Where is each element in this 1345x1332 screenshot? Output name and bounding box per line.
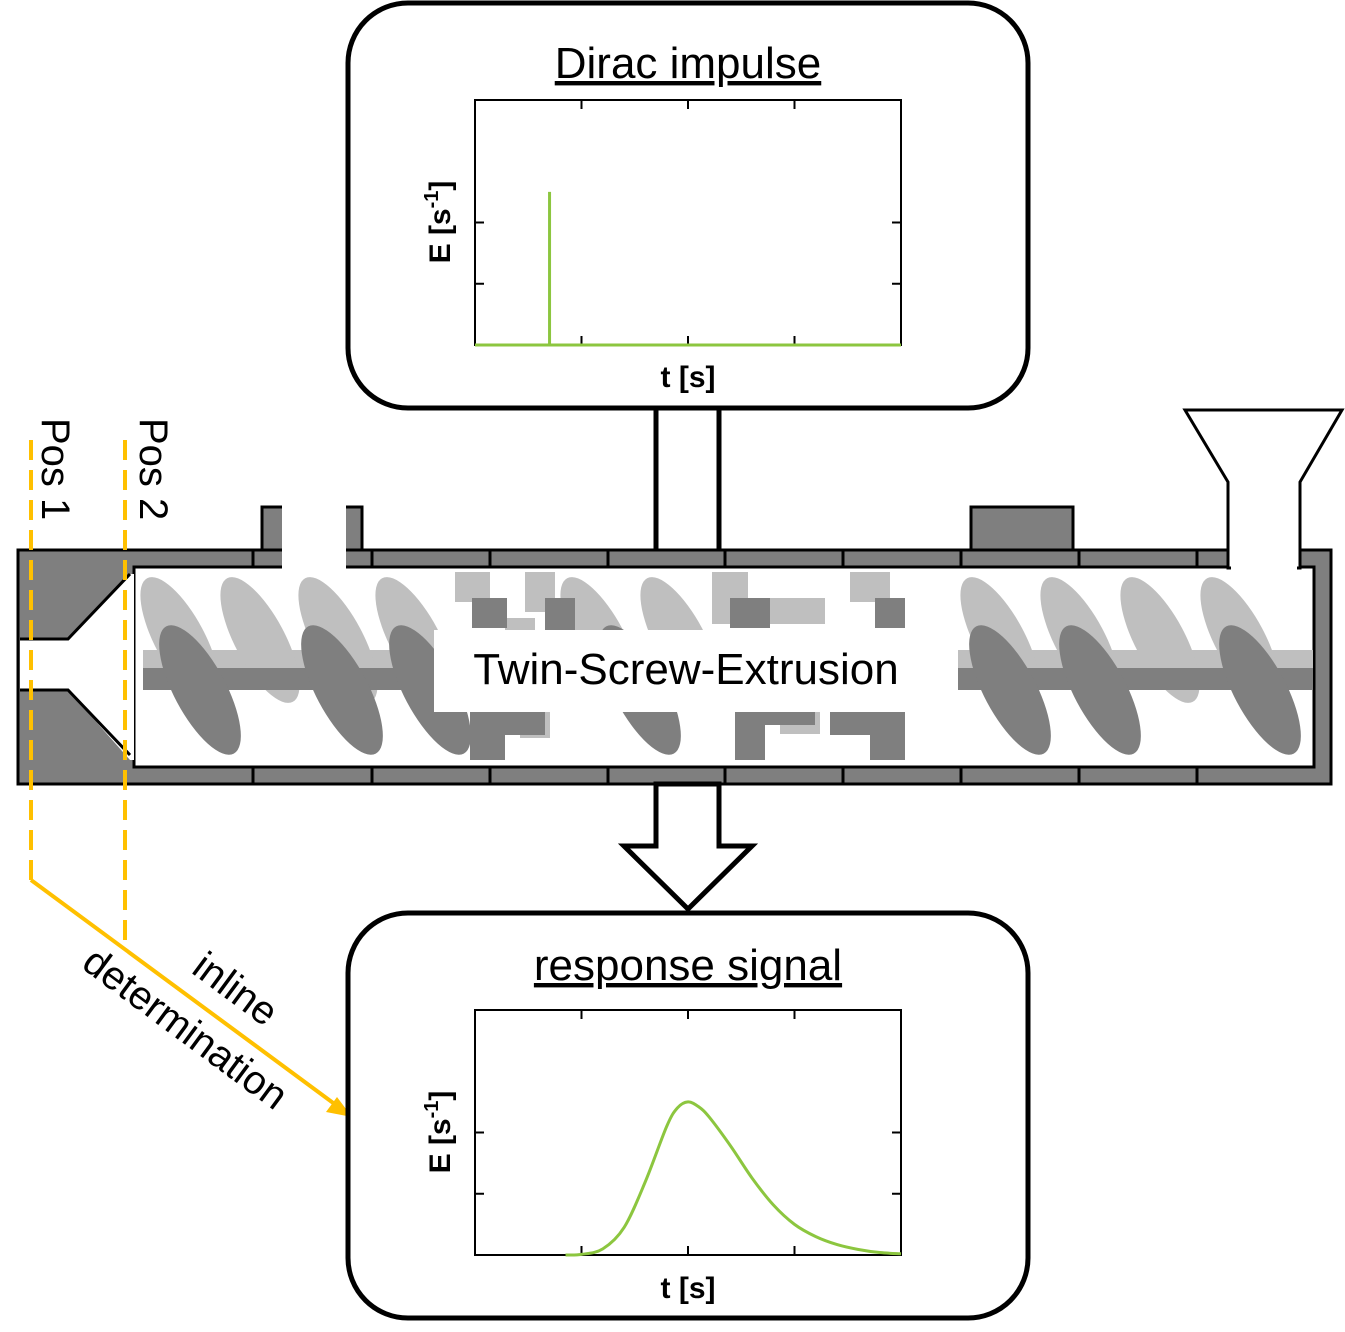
bottom-x-axis-label: t [s] [661,1272,716,1305]
die-lower [20,690,130,782]
feed-hopper [1182,408,1345,570]
bottom-series-line [565,1100,902,1257]
pos1-label: Pos 1 [33,418,77,520]
flow-down-arrow [617,781,759,913]
die-upper [20,552,130,639]
top-series-line [475,191,901,347]
heater-block [969,505,1075,552]
vent-opening [282,505,346,571]
bottom-panel-title: response signal [534,941,842,990]
pos2-label: Pos 2 [131,418,175,520]
top-panel-title: Dirac impulse [555,39,822,88]
bottom-y-axis-label: E [s-1] [421,1091,457,1174]
inline-arrow-line [29,878,342,1110]
top-x-axis-label: t [s] [661,361,716,394]
die-channel [20,574,134,760]
top-y-axis-label: E [s-1] [421,181,457,264]
bottom-plot-area [474,1009,902,1257]
top-plot-area [474,99,902,347]
bottom-plot-frame [474,1009,902,1256]
top-plot-frame [474,99,902,346]
barrel-segments [251,550,1199,784]
extruder-label-box [434,630,958,712]
extruder: Twin-Screw-Extrusion [16,408,1345,786]
extruder-label: Twin-Screw-Extrusion [473,645,898,694]
